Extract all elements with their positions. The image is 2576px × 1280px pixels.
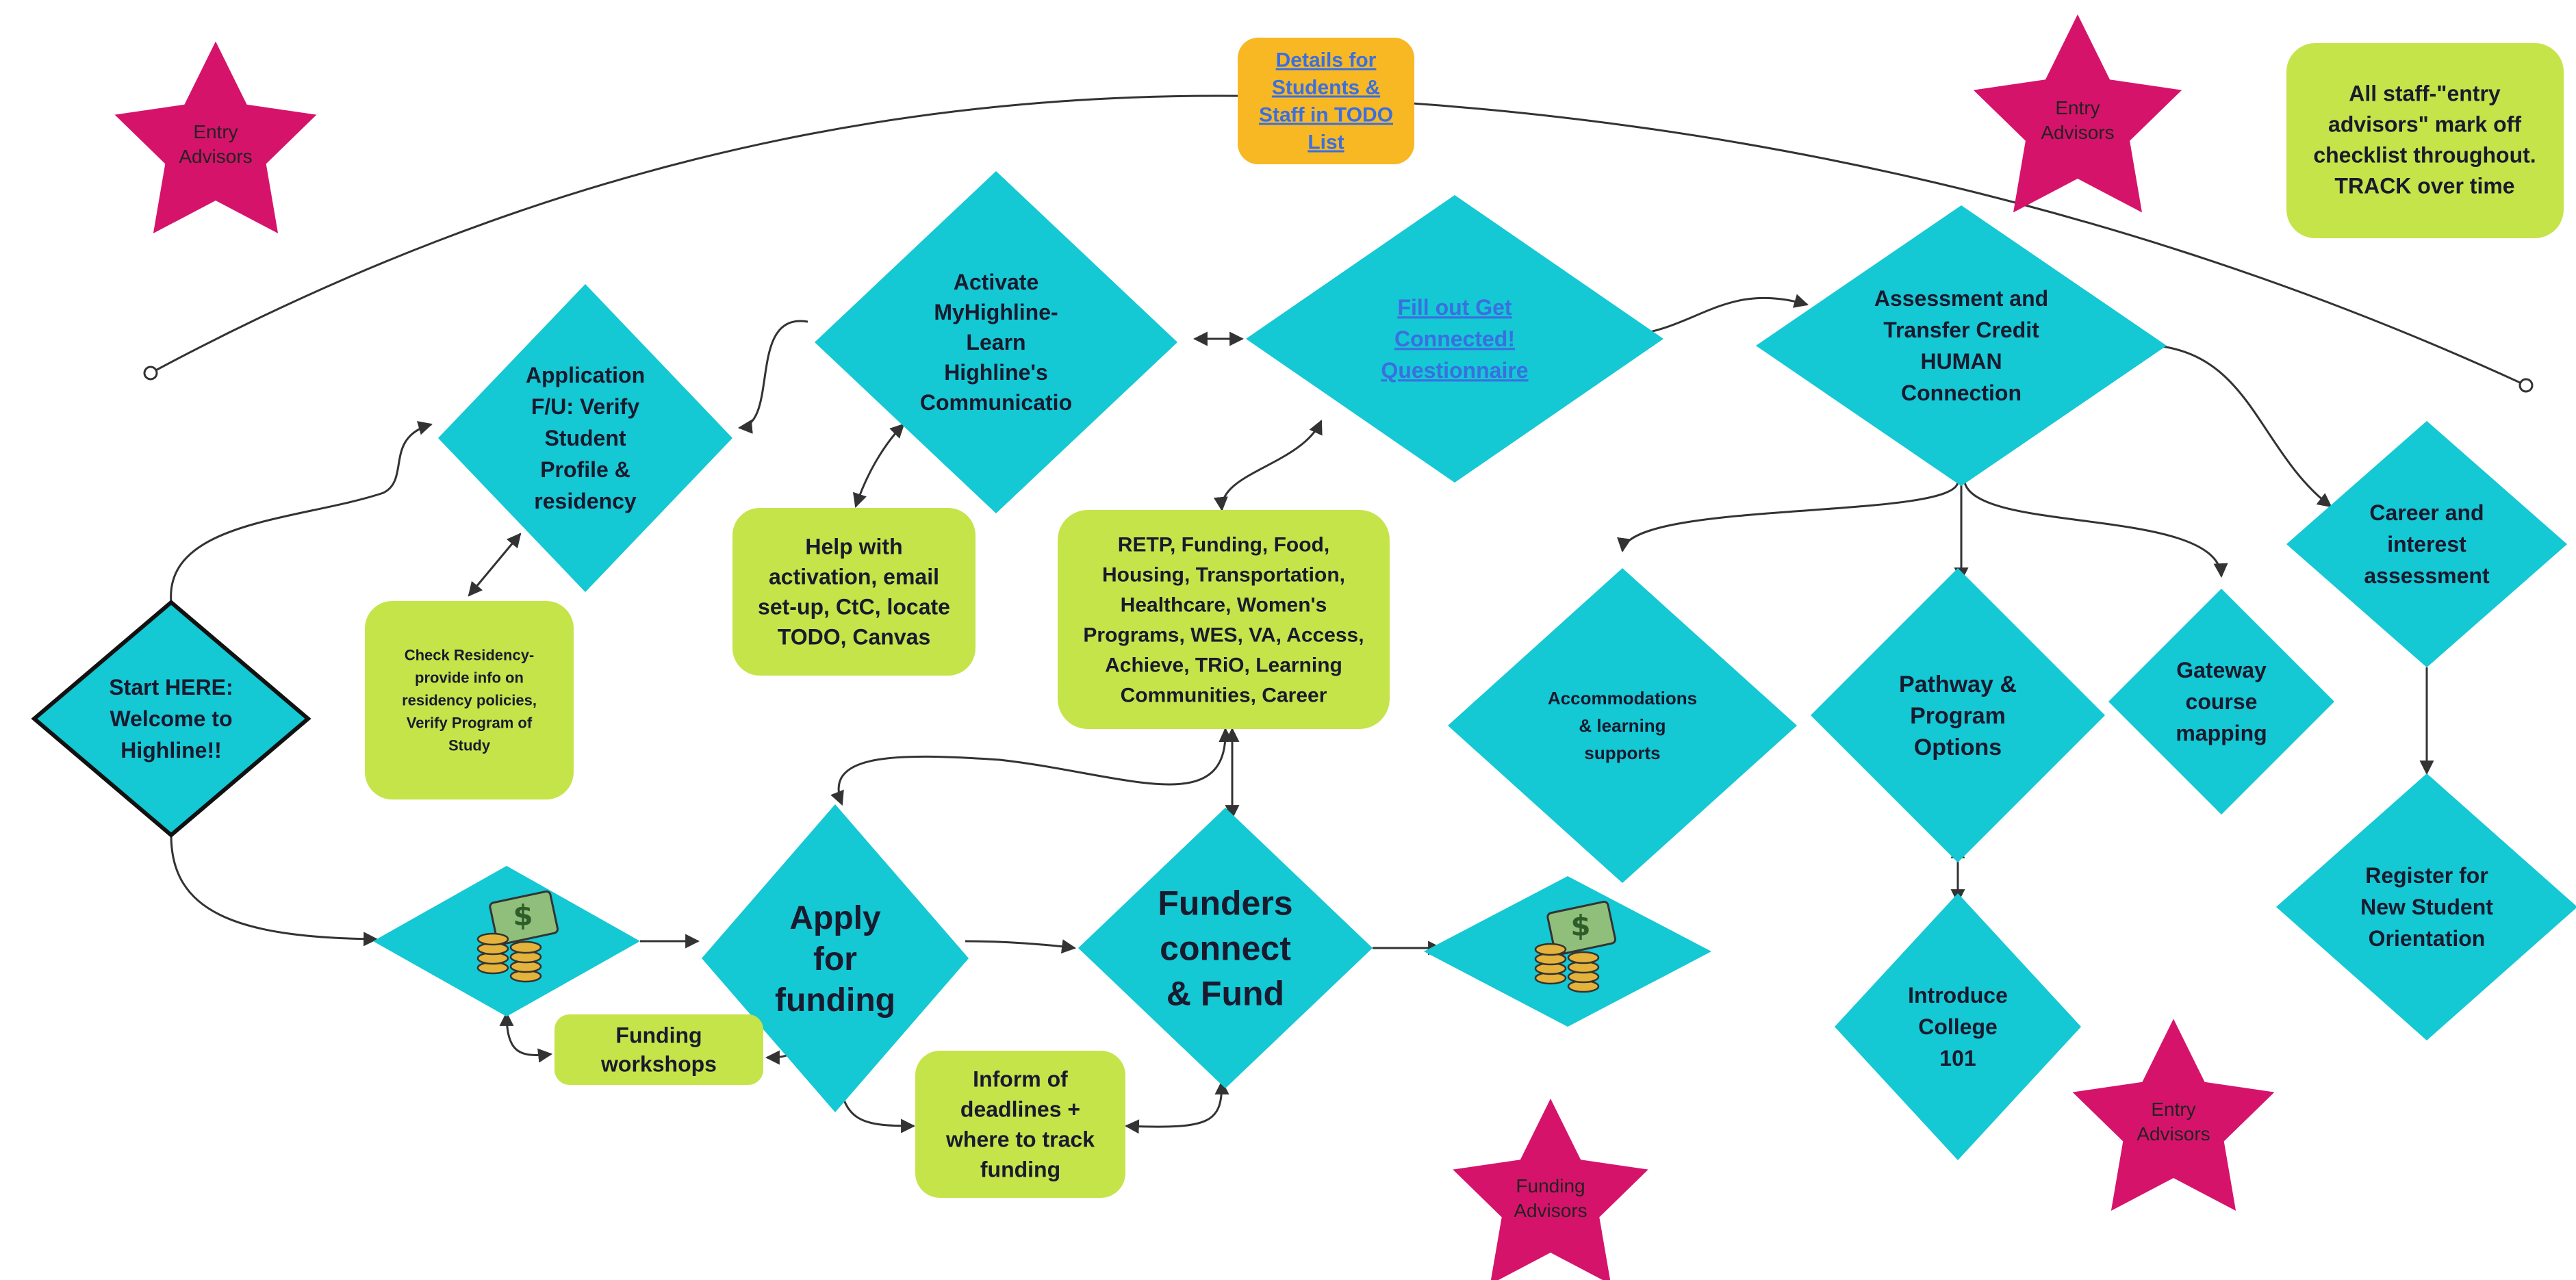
box-resources: RETP, Funding, Food,Housing, Transportat… bbox=[1058, 510, 1390, 729]
connectors bbox=[170, 294, 2434, 1134]
svg-text:$: $ bbox=[1570, 909, 1590, 943]
money-stack-icon: $ bbox=[476, 890, 559, 983]
money-stack-icon: $ bbox=[1534, 900, 1617, 993]
svg-text:$: $ bbox=[513, 899, 533, 932]
box-resources-label: RETP, Funding, Food,Housing, Transportat… bbox=[1083, 534, 1364, 707]
